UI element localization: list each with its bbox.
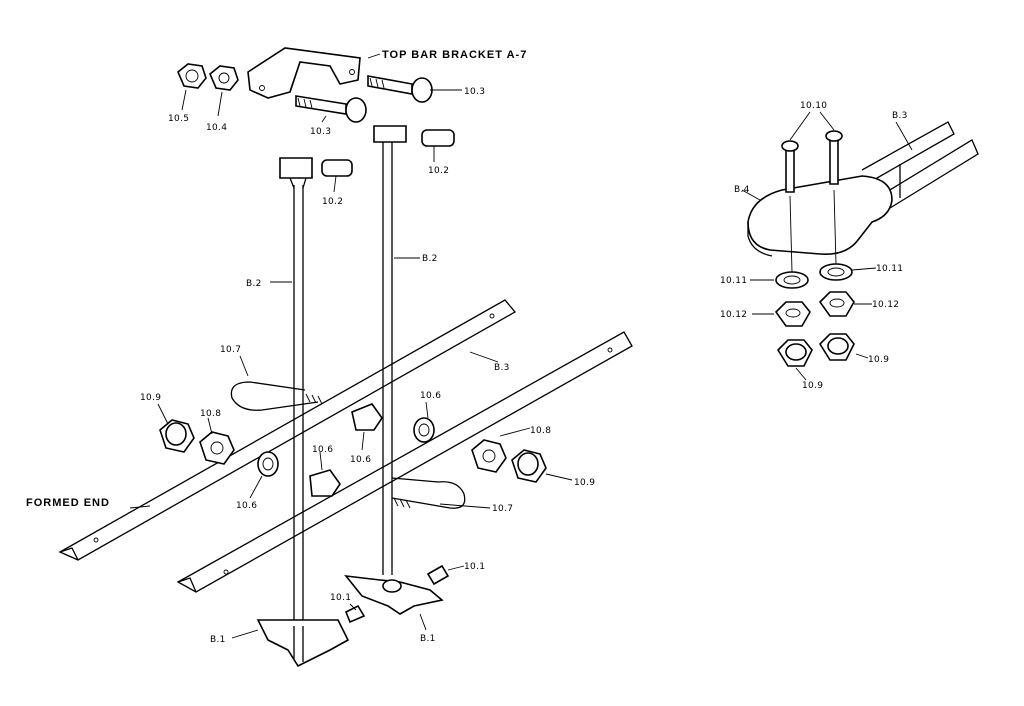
- label-b1-left: B.1: [210, 635, 226, 645]
- label-b3: B.3: [494, 363, 510, 373]
- label-10-6-a: 10.6: [236, 501, 257, 511]
- label-10-8-right: 10.8: [530, 426, 551, 436]
- cap-10-2-right: [421, 129, 455, 147]
- label-b1-right: B.1: [420, 634, 436, 644]
- upright-b2-right: [373, 125, 407, 575]
- label-formed-end: FORMED END: [26, 497, 110, 509]
- spacer-10-6-d: [413, 417, 435, 443]
- label-10-7-right: 10.7: [492, 504, 513, 514]
- hex-nut-10-8-left: [199, 431, 235, 465]
- label-b2-right: B.2: [422, 254, 438, 264]
- u-bolt-10-7-right: [391, 477, 466, 509]
- hex-nut-10-4: [209, 65, 239, 91]
- label-10-9-detail-right: 10.9: [868, 355, 889, 365]
- label-10-2-left: 10.2: [322, 197, 343, 207]
- label-10-7-left: 10.7: [220, 345, 241, 355]
- detail-washers-10-11: [775, 263, 853, 289]
- top-bar-bracket: [247, 47, 361, 99]
- label-10-5: 10.5: [168, 114, 189, 124]
- label-10-9-detail-left: 10.9: [802, 381, 823, 391]
- bolt-10-3-upper: [367, 75, 433, 103]
- detail-block-b4: [747, 175, 893, 257]
- detail-rail-b3: [861, 121, 979, 209]
- label-10-1-right: 10.1: [464, 562, 485, 572]
- screw-10-1-right: [426, 564, 450, 586]
- spacer-10-6-b: [309, 469, 341, 497]
- label-10-6-c: 10.6: [350, 455, 371, 465]
- label-10-12-left: 10.12: [720, 310, 747, 320]
- label-top-bar-bracket: TOP BAR BRACKET A-7: [382, 49, 527, 61]
- label-10-6-b: 10.6: [312, 445, 333, 455]
- cap-10-2-left: [321, 159, 353, 177]
- rail-b3-front: [176, 331, 633, 593]
- spacer-10-6-c: [351, 403, 383, 431]
- acorn-nut-10-9-left: [159, 419, 195, 453]
- upright-b2-left: [279, 157, 313, 640]
- u-bolt-10-7-left: [230, 381, 323, 411]
- label-10-3-lower: 10.3: [310, 127, 331, 137]
- hex-nut-10-8-right: [471, 439, 507, 473]
- hex-nut-10-5: [177, 63, 207, 89]
- label-10-10: 10.10: [800, 101, 827, 111]
- foot-b1-right: [344, 574, 444, 615]
- label-10-4: 10.4: [206, 123, 227, 133]
- label-b2-left: B.2: [246, 279, 262, 289]
- detail-acorn-nuts-10-9: [776, 333, 855, 367]
- spacer-10-6-a: [257, 451, 279, 477]
- leader-lines: [129, 53, 913, 639]
- label-10-3-upper: 10.3: [464, 87, 485, 97]
- acorn-nut-10-9-right: [511, 449, 547, 483]
- bolt-10-3-lower: [295, 95, 367, 123]
- label-10-2-right: 10.2: [428, 166, 449, 176]
- part-labels: TOP BAR BRACKET A-7 10.3 10.5 10.4 10.3 …: [26, 49, 908, 645]
- label-10-6-d: 10.6: [420, 391, 441, 401]
- label-10-8-left: 10.8: [200, 409, 221, 419]
- label-10-9-left: 10.9: [140, 393, 161, 403]
- rail-b3-back: [58, 299, 516, 561]
- detail-nuts-10-12: [774, 291, 855, 327]
- label-10-11-left: 10.11: [720, 276, 747, 286]
- label-10-1-left: 10.1: [330, 593, 351, 603]
- label-b4: B.4: [734, 185, 750, 195]
- label-10-12-right: 10.12: [872, 300, 899, 310]
- foot-b1-left: [256, 619, 350, 668]
- label-b3-detail: B.3: [892, 111, 908, 121]
- detail-screws-10-10: [781, 130, 843, 193]
- label-10-11-right: 10.11: [876, 264, 903, 274]
- label-10-9-right: 10.9: [574, 478, 595, 488]
